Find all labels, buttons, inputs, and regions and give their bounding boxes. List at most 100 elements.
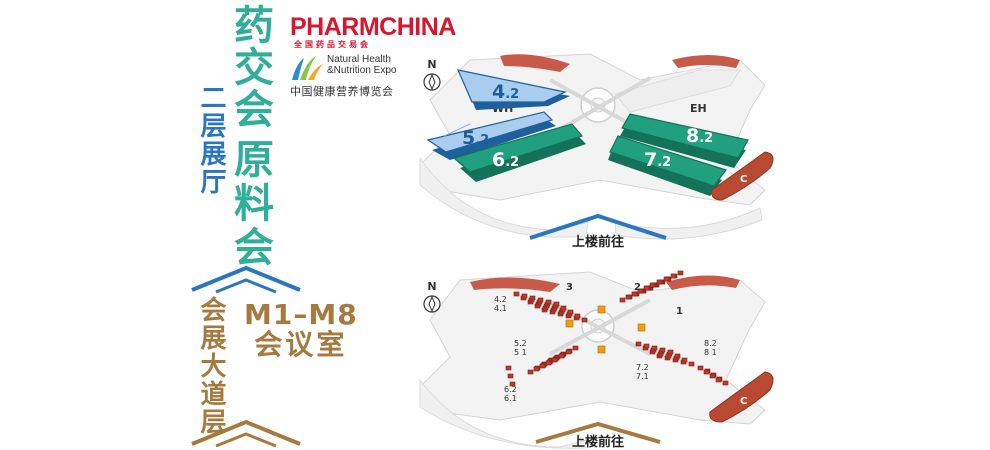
booth-marker	[560, 305, 567, 311]
booth-marker	[619, 297, 626, 303]
hall-6-2-num: 6	[492, 149, 505, 171]
hall-4-2[interactable]: 4.2	[456, 69, 570, 110]
zone-3-label: 3	[566, 282, 573, 293]
hall-7-2[interactable]: 7.2	[608, 135, 727, 196]
eh-label: EH	[690, 102, 707, 115]
nh-expo-name: Natural Health &Nutrition Expo	[327, 54, 396, 76]
label-5-1: 5 1	[514, 348, 527, 357]
hall-5-2-sub: .2	[475, 133, 489, 148]
hall-8-2-num: 8	[686, 125, 699, 147]
lift-markers	[565, 305, 646, 354]
upstairs-arrow-blue: 上楼前往	[529, 213, 667, 250]
hall-4-2-sub: .2	[505, 87, 519, 102]
booth-marker	[688, 361, 695, 367]
brand-name: PHARMCHINA	[290, 13, 456, 41]
svg-text:N: N	[427, 58, 436, 71]
label-4-2: 4.2	[494, 295, 507, 304]
hall-7-2-num: 7	[644, 149, 657, 171]
svg-text:6.2: 6.2	[492, 149, 519, 171]
booth-marker	[521, 293, 528, 299]
booth-marker	[643, 343, 650, 349]
nh-line1: Natural Health	[327, 54, 391, 65]
meeting-rooms: M1–M8 会议室	[244, 300, 358, 360]
zone-c-ground-label: C	[740, 396, 747, 407]
floor1-label: 会展大道层	[196, 296, 226, 436]
booth-marker	[567, 309, 574, 315]
hall-7-2-sub: .2	[657, 155, 671, 170]
upstairs-arrow-brown: 上楼前往	[535, 421, 661, 450]
booth-marker	[529, 295, 536, 301]
label-8-2: 8.2	[704, 339, 717, 348]
svg-text:N: N	[427, 280, 436, 293]
zone-1-label: 1	[676, 306, 683, 317]
svg-text:7.2: 7.2	[644, 149, 671, 171]
booth-marker	[545, 299, 552, 305]
booth-marker	[697, 365, 704, 371]
zone-2-label: 2	[634, 282, 641, 293]
upstairs-label-bottom: 上楼前往	[572, 434, 624, 450]
booth-marker	[631, 291, 638, 297]
zone-c[interactable]: C	[711, 151, 774, 201]
booth-marker	[670, 273, 677, 279]
meeting-rooms-label: 会议室	[254, 328, 348, 361]
booth-marker	[558, 353, 565, 359]
svg-text:5.2: 5.2	[462, 127, 489, 149]
zone-a-pad	[500, 54, 570, 72]
booth-marker	[533, 366, 540, 372]
nh-expo-cn: 中国健康营养博览会	[290, 85, 394, 98]
booth-marker	[574, 313, 581, 319]
booth-marker	[572, 345, 579, 351]
booth-marker	[715, 377, 722, 383]
hall-8-2[interactable]: 8.2	[620, 113, 749, 168]
label-7-2: 7.2	[636, 363, 649, 372]
booth-marker	[507, 373, 514, 379]
north-compass-icon: N	[423, 58, 441, 91]
upstairs-label-top: 上楼前往	[572, 234, 624, 250]
leaf-logo-icon	[292, 56, 323, 80]
hall-5-2-num: 5	[462, 127, 475, 149]
pharmchina-logo: PHARMCHINA 全国药品交易会	[290, 14, 456, 50]
blue-chevron-decoration	[191, 265, 301, 294]
booth-marker	[649, 282, 656, 288]
zone-c-label: C	[740, 174, 747, 185]
nh-line2: &Nutrition Expo	[327, 65, 397, 76]
label-4-1: 4.1	[494, 304, 507, 313]
booth-marker	[637, 288, 644, 294]
north-compass-icon-ground: N	[423, 280, 441, 313]
hall-6-2[interactable]: 6.2	[452, 123, 586, 182]
booth-marker	[651, 345, 658, 351]
brown-chevron-decoration	[191, 419, 301, 448]
booth-marker	[703, 369, 710, 375]
booth-marker	[537, 297, 544, 303]
booth-marker	[659, 347, 666, 353]
label-5-2: 5.2	[514, 339, 527, 348]
booth-marker	[722, 380, 729, 386]
meeting-rooms-range: M1–M8	[244, 298, 358, 331]
booth-marker	[565, 349, 572, 355]
zone-c-ground[interactable]: C	[709, 371, 774, 423]
booth-marker	[635, 341, 642, 347]
hall-6-2-sub: .2	[505, 155, 519, 170]
booth-marker	[663, 276, 670, 282]
booth-marker	[677, 270, 684, 276]
booth-marker	[509, 381, 516, 387]
booth-marker	[667, 349, 674, 355]
booth-marker	[674, 353, 681, 359]
booth-marker	[643, 285, 650, 291]
floor1-map: N 3 2 1 4.2 4.1 5.2 5 1 6.2 6.1 8.2 8 1 …	[419, 270, 774, 450]
booth-marker	[513, 291, 520, 297]
booth-marker	[527, 369, 534, 375]
svg-text:4.2: 4.2	[492, 81, 519, 103]
booth-marker	[505, 365, 512, 371]
label-6-1: 6.1	[504, 394, 517, 403]
booth-markers	[505, 270, 729, 387]
zone-b-pad	[672, 55, 740, 68]
booth-marker	[681, 357, 688, 363]
booth-marker	[656, 279, 663, 285]
label-7-1: 7.1	[636, 372, 649, 381]
booth-marker	[553, 301, 560, 307]
booth-marker	[709, 373, 716, 379]
booth-marker	[581, 317, 588, 323]
hall-5-2[interactable]: 5.2	[426, 111, 556, 160]
title-sub: 原料会	[227, 138, 273, 270]
